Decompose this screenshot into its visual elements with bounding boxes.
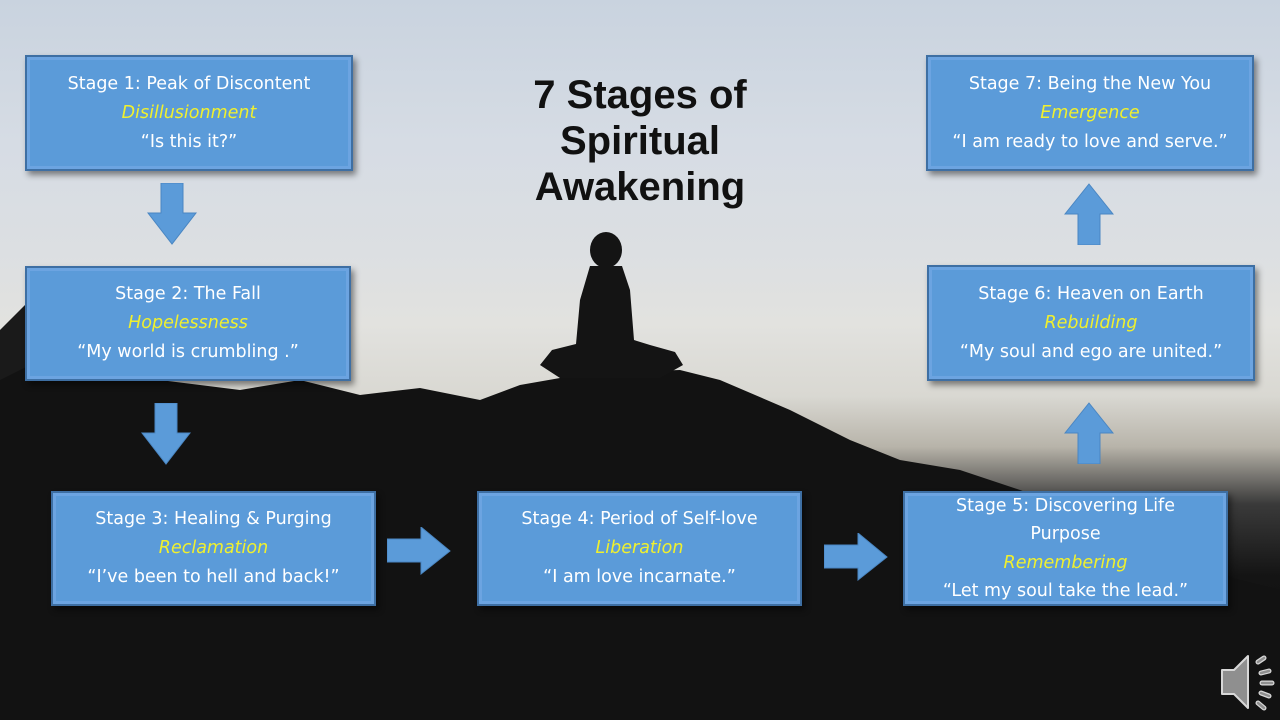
stage-heading: Stage 4: Period of Self-love: [521, 509, 758, 529]
stage-3-box: Stage 3: Healing & Purging Reclamation “…: [51, 491, 376, 606]
stage-theme: Emergence: [1040, 102, 1140, 123]
stage-heading: Stage 7: Being the New You: [968, 73, 1212, 94]
title-line-2: Spiritual: [559, 119, 721, 163]
stage-quote: “I am ready to love and serve.”: [952, 131, 1228, 152]
arrow-right-icon: [824, 533, 888, 581]
stage-1-box: Stage 1: Peak of Discontent Disillusionm…: [25, 55, 353, 171]
speaker-icon[interactable]: [1216, 650, 1280, 714]
stage-6-box: Stage 6: Heaven on Earth Rebuilding “My …: [927, 265, 1255, 381]
stage-theme: Disillusionment: [121, 102, 257, 123]
stage-theme: Rebuilding: [1044, 312, 1138, 333]
stage-heading: Stage 6: Heaven on Earth: [978, 283, 1204, 304]
stage-heading: Stage 2: The Fall: [115, 284, 261, 304]
arrow-down-icon: [147, 183, 197, 245]
stage-heading: Stage 5: Discovering Life: [956, 495, 1175, 516]
stage-quote: “My soul and ego are united.”: [959, 341, 1223, 362]
stage-2-box: Stage 2: The Fall Hopelessness “My world…: [25, 266, 351, 381]
stage-theme: Remembering: [1003, 552, 1128, 573]
stage-quote: “Let my soul take the lead.”: [942, 581, 1189, 601]
arrow-right-icon: [387, 527, 451, 575]
stage-heading: Stage 3: Healing & Purging: [95, 509, 332, 529]
stage-quote: “I’ve been to hell and back!”: [87, 567, 340, 587]
arrow-up-icon: [1064, 183, 1114, 245]
arrow-up-icon: [1064, 402, 1114, 464]
stage-4-box: Stage 4: Period of Self-love Liberation …: [477, 491, 802, 606]
page-title: 7 Stages of Spiritual Awakening: [490, 72, 790, 210]
title-line-3: Awakening: [534, 165, 746, 209]
stage-quote: “Is this it?”: [140, 131, 238, 152]
title-line-1: 7 Stages of: [533, 73, 747, 117]
stage-heading-cont: Purpose: [1030, 524, 1101, 544]
stage-theme: Reclamation: [158, 538, 269, 558]
stage-theme: Hopelessness: [128, 313, 248, 333]
arrow-down-icon: [141, 403, 191, 465]
stage-quote: “My world is crumbling .”: [77, 342, 299, 362]
stage-7-box: Stage 7: Being the New You Emergence “I …: [926, 55, 1254, 171]
stage-5-box: Stage 5: Discovering Life Purpose Rememb…: [903, 491, 1228, 606]
stage-quote: “I am love incarnate.”: [543, 567, 736, 587]
stage-heading: Stage 1: Peak of Discontent: [67, 73, 311, 94]
stage-theme: Liberation: [595, 538, 684, 558]
